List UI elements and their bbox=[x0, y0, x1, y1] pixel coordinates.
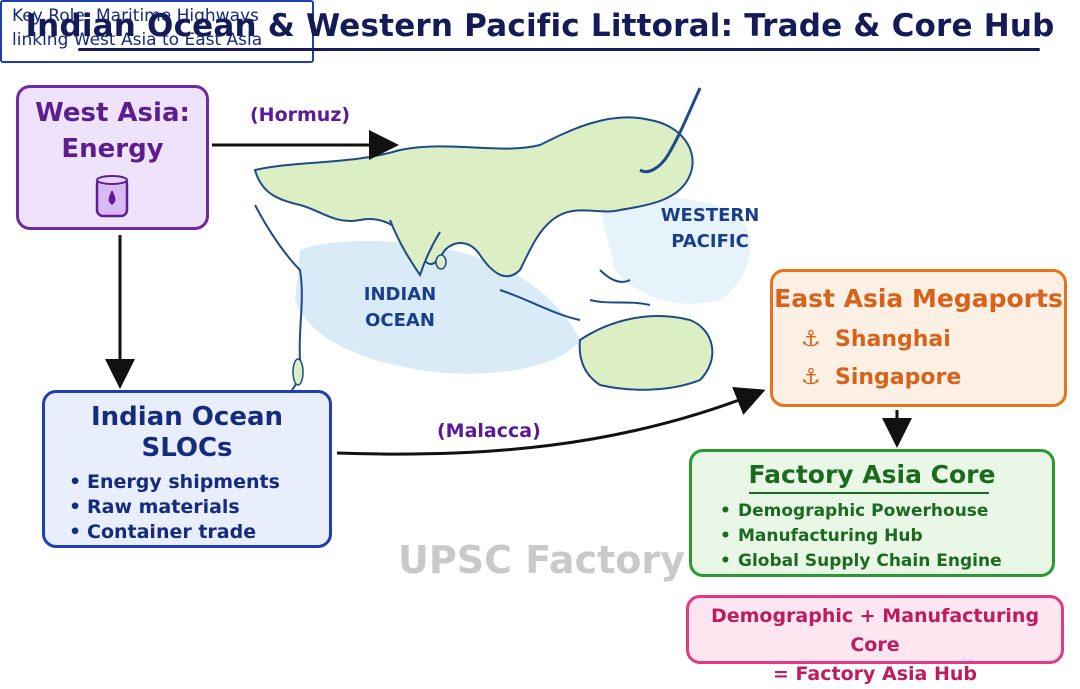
malacca-arrow bbox=[336, 386, 766, 456]
australia bbox=[578, 315, 714, 391]
japan bbox=[639, 87, 702, 174]
factory-title-underline bbox=[749, 492, 989, 494]
factory-asia-hub-box: Demographic + Manufacturing Core = Facto… bbox=[686, 595, 1064, 685]
east-asia-megaports-box: East Asia Megaports ⚓ Shanghai ⚓ Singapore bbox=[770, 269, 1067, 407]
watermark: UPSC Factory bbox=[398, 538, 685, 582]
oil-barrel-icon bbox=[95, 175, 129, 218]
indian-ocean-slocs-box: Indian Ocean SLOCs Energy shipments Raw … bbox=[42, 390, 332, 548]
list-item: Energy shipments bbox=[65, 470, 280, 495]
port-name: Singapore bbox=[835, 365, 962, 390]
list-item: Global Supply Chain Engine bbox=[716, 549, 1002, 574]
key-role-line2: linking West Asia to East Asia bbox=[12, 30, 263, 50]
anchor-icon: ⚓ bbox=[801, 365, 821, 390]
anchor-icon: ⚓ bbox=[801, 327, 821, 352]
west-asia-subtitle: Energy bbox=[61, 134, 164, 164]
madagascar bbox=[292, 358, 304, 386]
western-pacific-label: WESTERN PACIFIC bbox=[655, 203, 765, 255]
page-title: Indian Ocean & Western Pacific Littoral:… bbox=[25, 8, 1055, 44]
factory-asia-core-box: Factory Asia Core Demographic Powerhouse… bbox=[689, 449, 1055, 577]
hormuz-label: (Hormuz) bbox=[250, 104, 351, 126]
list-item: Raw materials bbox=[65, 495, 280, 520]
port-singapore: ⚓ Singapore bbox=[801, 365, 961, 390]
list-item: Demographic Powerhouse bbox=[716, 499, 1002, 524]
hub-line2: = Factory Asia Hub bbox=[773, 663, 977, 685]
factory-list: Demographic Powerhouse Manufacturing Hub… bbox=[716, 499, 1002, 574]
key-role-box: Key Role: Maritime Highways linking West… bbox=[0, 0, 314, 63]
pacific-wash bbox=[600, 197, 751, 304]
list-item: Container trade bbox=[65, 520, 280, 545]
hub-line1: Demographic + Manufacturing Core bbox=[710, 605, 1040, 656]
slocs-list: Energy shipments Raw materials Container… bbox=[65, 470, 280, 545]
indian-ocean-label-line2: OCEAN bbox=[365, 310, 435, 331]
western-pacific-label-line1: WESTERN bbox=[660, 205, 760, 226]
factory-title: Factory Asia Core bbox=[748, 460, 996, 489]
port-shanghai: ⚓ Shanghai bbox=[801, 327, 951, 352]
list-item: Manufacturing Hub bbox=[716, 524, 1002, 549]
key-role-line1: Key Role: Maritime Highways bbox=[12, 6, 259, 26]
malacca-label: (Malacca) bbox=[437, 420, 541, 442]
indian-ocean-label: INDIAN OCEAN bbox=[350, 282, 450, 334]
india-peninsula bbox=[389, 219, 441, 278]
indian-ocean-label-line1: INDIAN bbox=[363, 284, 437, 305]
slocs-title: Indian Ocean bbox=[90, 402, 284, 432]
slocs-subtitle: SLOCs bbox=[141, 433, 233, 463]
western-pacific-label-line2: PACIFIC bbox=[671, 231, 749, 252]
indonesia-islands bbox=[499, 269, 651, 321]
sri-lanka bbox=[435, 254, 447, 270]
west-asia-box: West Asia: Energy bbox=[16, 85, 209, 230]
port-name: Shanghai bbox=[835, 327, 951, 352]
west-asia-title: West Asia: bbox=[35, 98, 190, 128]
title-underline bbox=[78, 48, 1040, 51]
asia-landmass bbox=[253, 116, 694, 278]
megaports-title: East Asia Megaports bbox=[774, 284, 1063, 313]
